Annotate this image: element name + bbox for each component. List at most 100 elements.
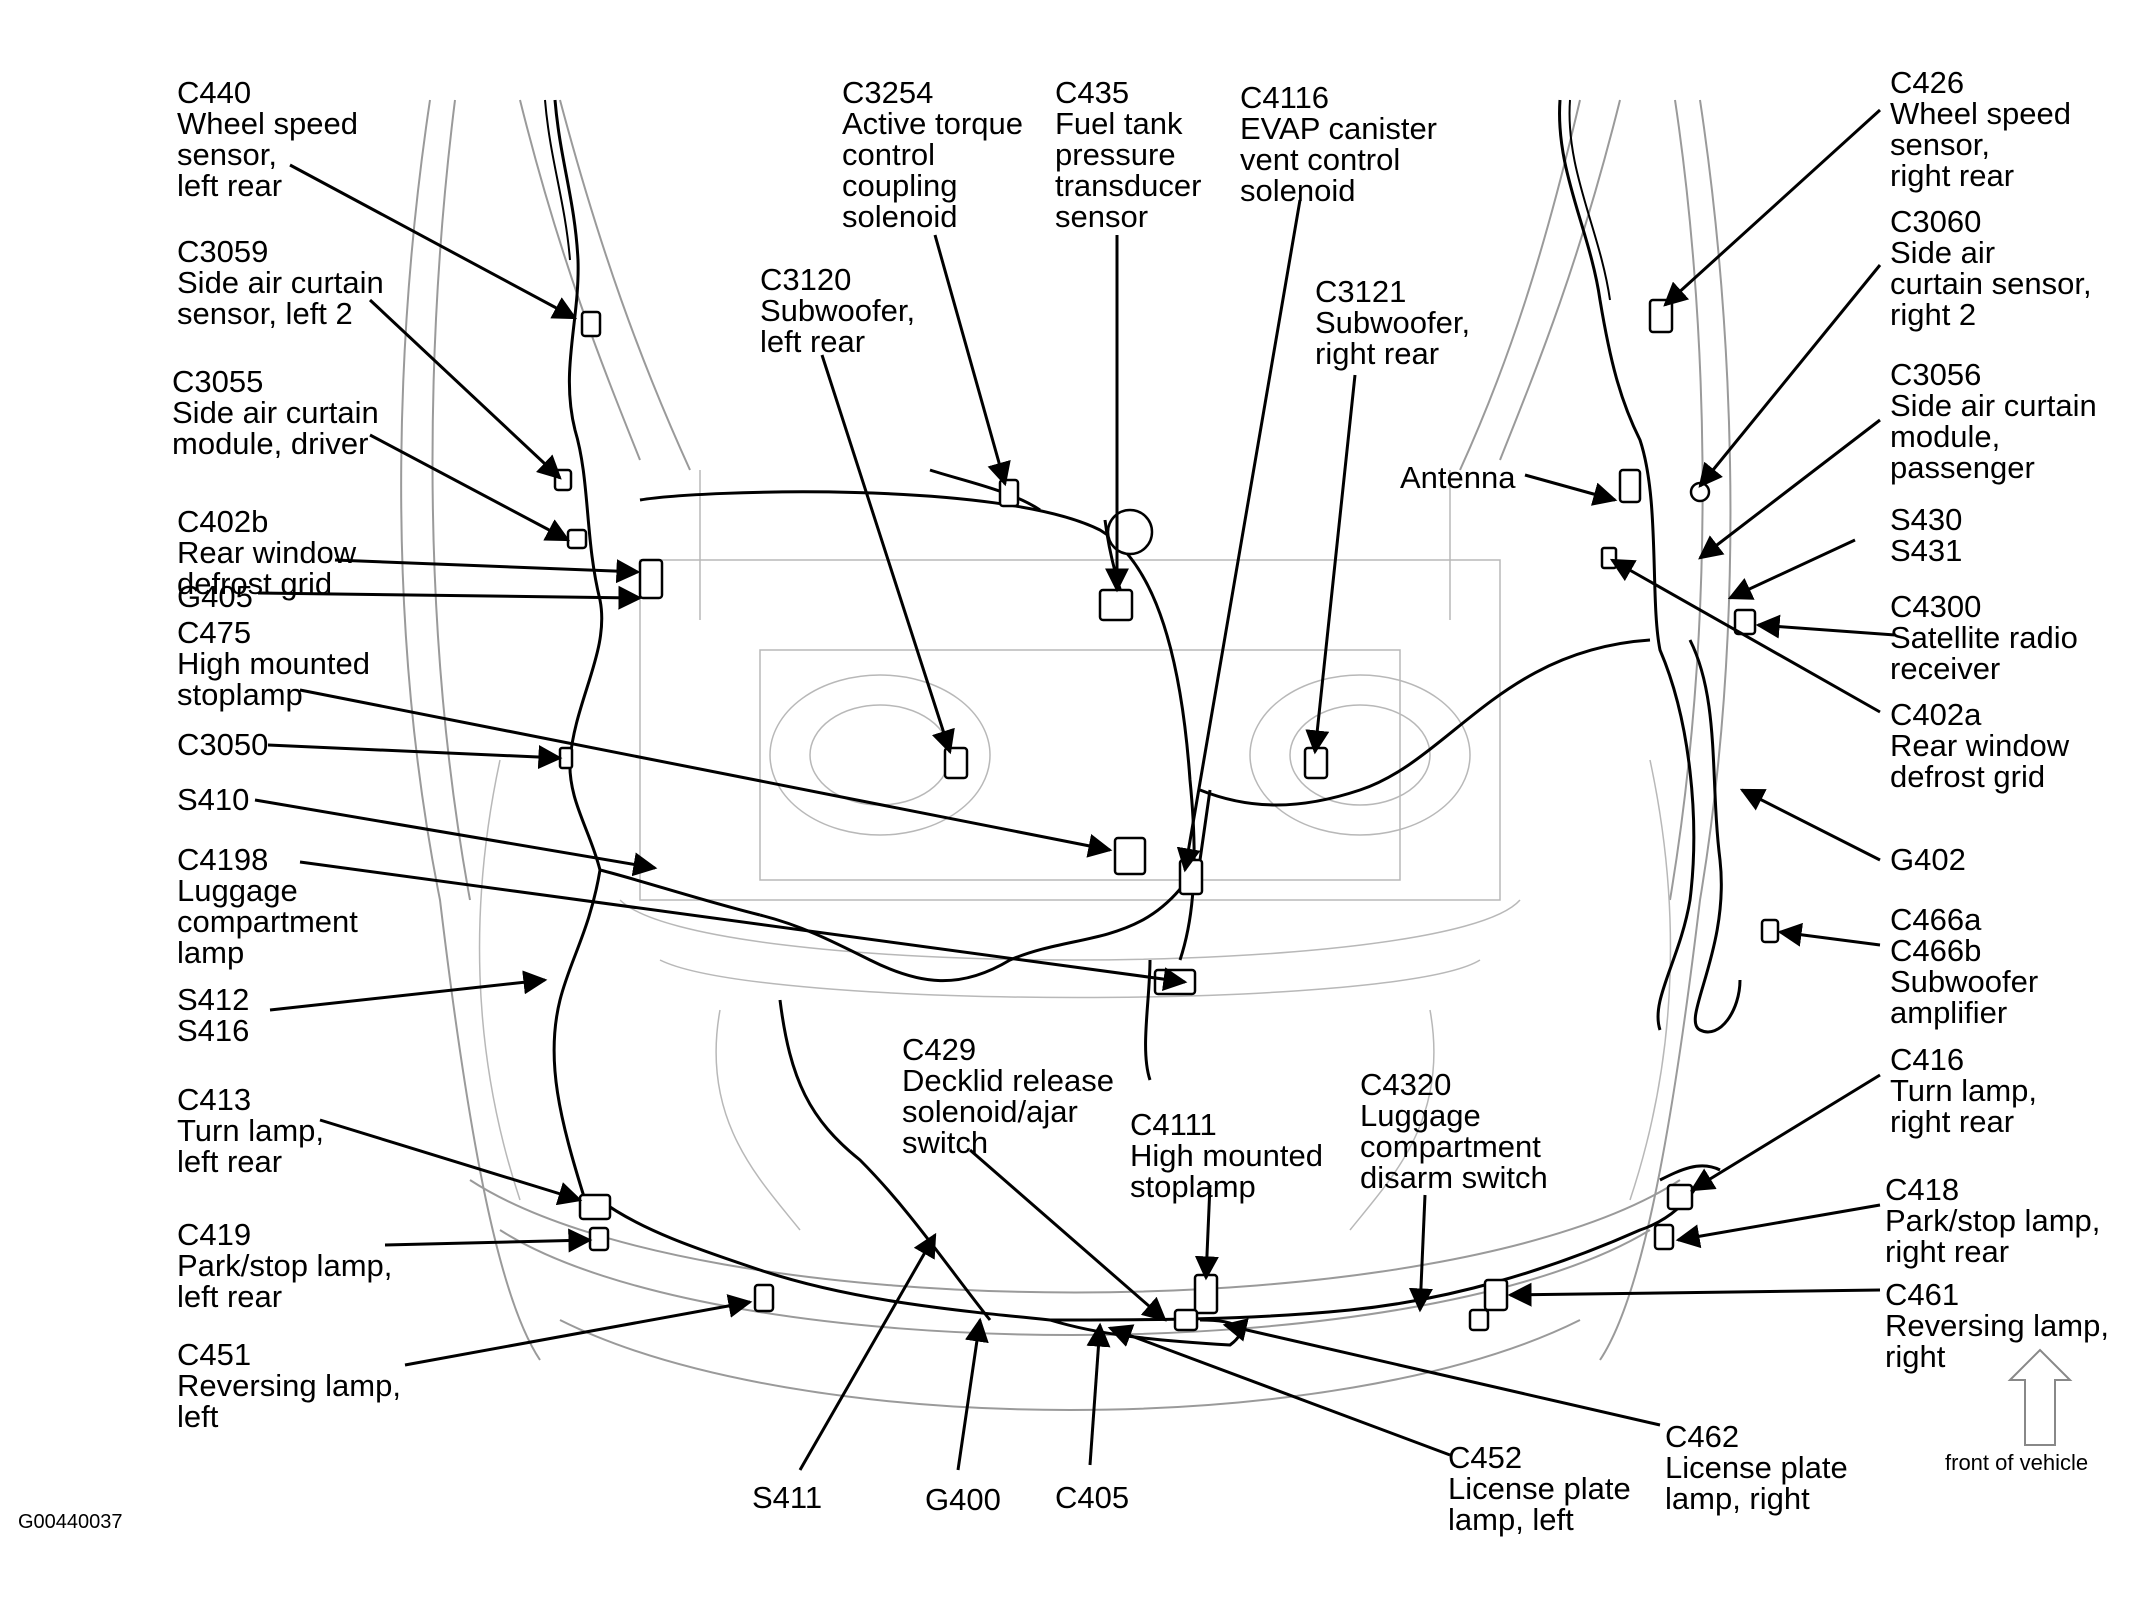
- callout-line: License plate: [1665, 1450, 1848, 1485]
- callout-line: C3055: [172, 364, 263, 399]
- callout-line: amplifier: [1890, 995, 2007, 1030]
- callout-line: lamp, left: [1448, 1502, 1574, 1537]
- callout-line: passenger: [1890, 450, 2035, 485]
- callout-line: C413: [177, 1082, 251, 1117]
- callout-line: control: [842, 137, 935, 172]
- callout-line: left rear: [760, 324, 865, 359]
- callout-line: stoplamp: [177, 677, 303, 712]
- callout-line: C4111: [1130, 1107, 1217, 1142]
- callout-line: pressure: [1055, 137, 1176, 172]
- callout-line: Antenna: [1400, 460, 1516, 495]
- callout-line: right rear: [1885, 1234, 2009, 1269]
- callout-line: G400: [925, 1482, 1001, 1517]
- callout-line: C402a: [1890, 697, 1982, 732]
- callout-line: receiver: [1890, 651, 2000, 686]
- callout-line: sensor,: [1890, 127, 1990, 162]
- callout-line: C466b: [1890, 933, 1981, 968]
- callout-line: C3050: [177, 727, 268, 762]
- callout-c405: C405: [1055, 1480, 1129, 1515]
- callout-line: Side air curtain: [1890, 388, 2097, 423]
- callout-line: coupling: [842, 168, 957, 203]
- callout-line: Fuel tank: [1055, 106, 1183, 141]
- callout-line: Reversing lamp,: [177, 1368, 401, 1403]
- callout-line: left rear: [177, 1144, 282, 1179]
- callout-line: left: [177, 1399, 219, 1434]
- callout-g402: G402: [1890, 842, 1966, 877]
- callout-line: module, driver: [172, 426, 368, 461]
- callout-line: C3056: [1890, 357, 1981, 392]
- callout-line: solenoid/ajar: [902, 1094, 1078, 1129]
- callout-line: C475: [177, 615, 251, 650]
- callout-line: compartment: [177, 904, 358, 939]
- callout-line: switch: [902, 1125, 988, 1160]
- leader-lines: [254, 108, 1896, 1471]
- callout-line: G402: [1890, 842, 1966, 877]
- callout-line: curtain sensor,: [1890, 266, 2092, 301]
- callout-line: C4116: [1240, 80, 1329, 115]
- callout-line: transducer: [1055, 168, 1201, 203]
- callout-line: High mounted: [177, 646, 370, 681]
- callout-line: solenoid: [842, 199, 957, 234]
- callout-line: right rear: [1890, 158, 2014, 193]
- callout-line: C418: [1885, 1172, 1959, 1207]
- callout-line: left rear: [177, 168, 282, 203]
- callout-line: Wheel speed: [177, 106, 358, 141]
- figure-code: G00440037: [18, 1511, 123, 1533]
- callout-line: Turn lamp,: [1890, 1073, 2037, 1108]
- callout-line: C466a: [1890, 902, 1982, 937]
- callout-line: lamp, right: [1665, 1481, 1810, 1516]
- callout-line: C419: [177, 1217, 251, 1252]
- callout-line: C3059: [177, 234, 268, 269]
- callout-c3050: C3050: [177, 727, 268, 762]
- callout-line: compartment: [1360, 1129, 1541, 1164]
- callout-antenna: Antenna: [1400, 460, 1516, 495]
- callout-g405: G405: [177, 579, 253, 614]
- callout-line: Subwoofer,: [1315, 305, 1470, 340]
- callout-line: Luggage: [1360, 1098, 1481, 1133]
- callout-line: vent control: [1240, 142, 1400, 177]
- callout-line: Decklid release: [902, 1063, 1114, 1098]
- callout-line: Wheel speed: [1890, 96, 2071, 131]
- callout-line: Park/stop lamp,: [177, 1248, 392, 1283]
- callout-line: sensor, left 2: [177, 296, 353, 331]
- callout-line: C402b: [177, 504, 268, 539]
- callout-line: License plate: [1448, 1471, 1631, 1506]
- callout-line: G405: [177, 579, 253, 614]
- callout-line: Subwoofer,: [760, 293, 915, 328]
- callout-line: C405: [1055, 1480, 1129, 1515]
- callout-line: C4198: [177, 842, 268, 877]
- callout-line: Turn lamp,: [177, 1113, 324, 1148]
- callout-line: C4300: [1890, 589, 1981, 624]
- callout-line: stoplamp: [1130, 1169, 1256, 1204]
- callout-line: Side air: [1890, 235, 1995, 270]
- callout-line: S410: [177, 782, 249, 817]
- callout-line: C3121: [1315, 274, 1406, 309]
- callout-line: S431: [1890, 533, 1962, 568]
- callout-line: Active torque: [842, 106, 1023, 141]
